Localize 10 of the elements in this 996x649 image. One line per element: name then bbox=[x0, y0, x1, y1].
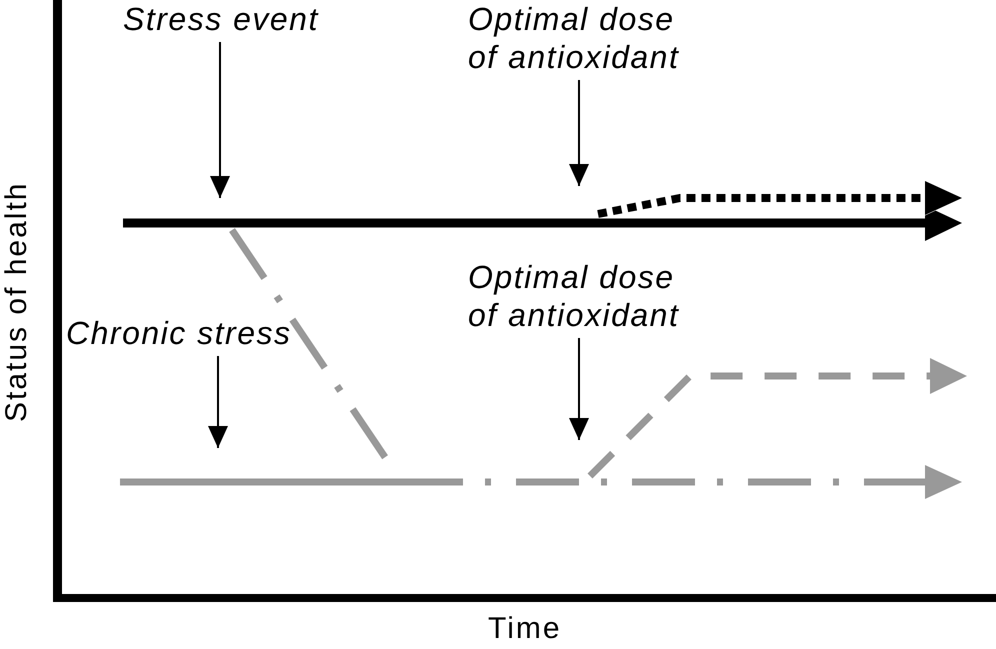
pointer-arrow bbox=[569, 338, 589, 440]
pointer-arrow bbox=[208, 356, 228, 448]
y-axis-label: Status of health bbox=[0, 182, 34, 422]
annotation-text: Stress event bbox=[123, 0, 319, 38]
annotation-text: Chronic stress bbox=[66, 314, 292, 352]
pointer-arrow bbox=[210, 42, 230, 198]
x-axis-label: Time bbox=[488, 612, 562, 646]
annotation-text: Optimal dose of antioxidant bbox=[468, 258, 704, 334]
pointer-arrow bbox=[569, 80, 589, 186]
annotation-text: Optimal dose of antioxidant bbox=[468, 0, 704, 76]
